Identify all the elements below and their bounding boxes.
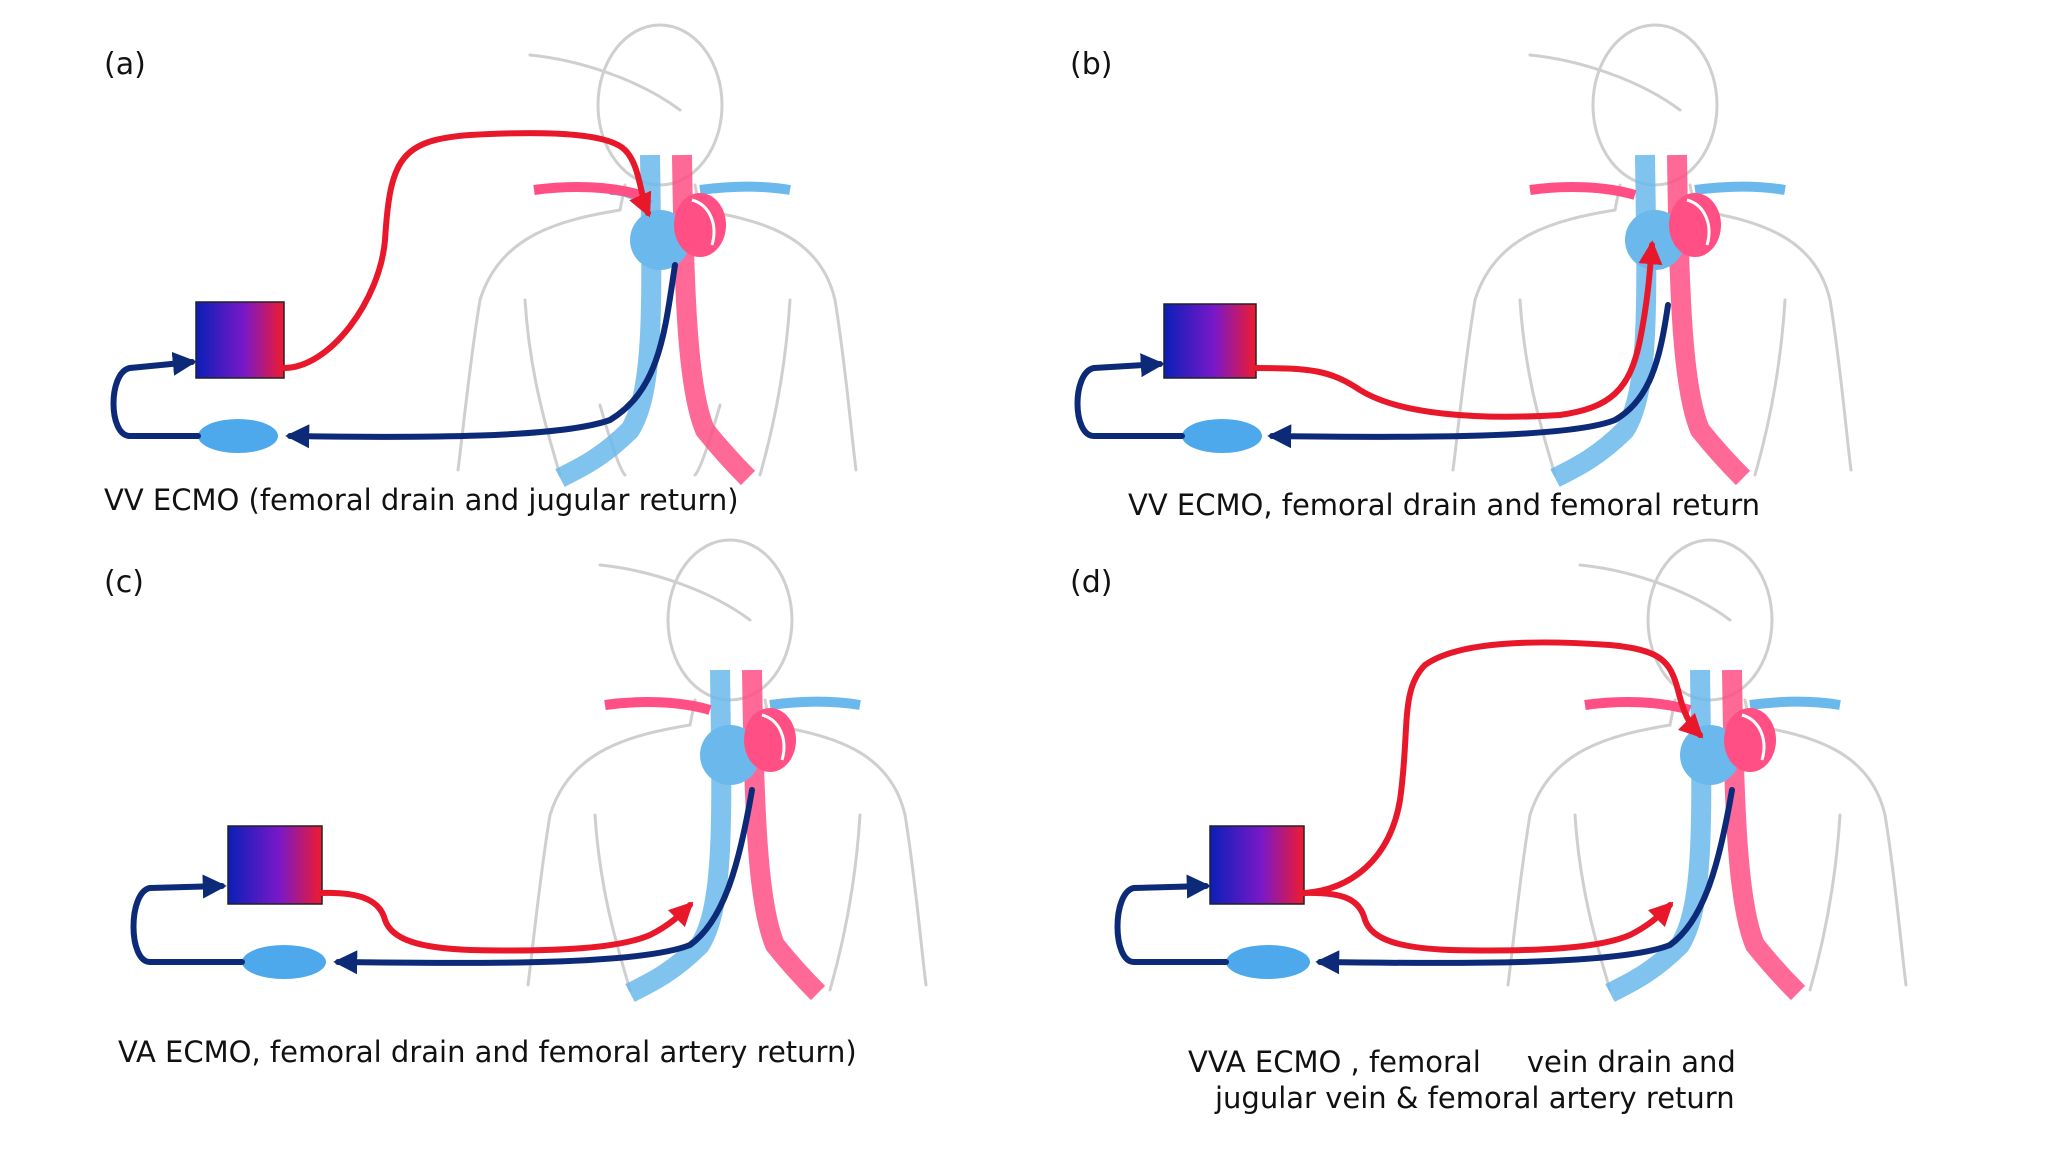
caption-d-line-1: VVA ECMO , femoral vein drain and (1188, 1045, 1736, 1079)
panel-letter-d: (d) (1070, 565, 1112, 600)
panel-d: (d) VVA ECMO , femoral vein drain and (1070, 538, 1908, 1115)
oxygenator (195, 301, 285, 379)
panel-letter-c: (c) (104, 565, 144, 600)
body-figure (1506, 538, 1908, 992)
panel-letter-a: (a) (104, 47, 146, 82)
pump (1182, 419, 1262, 453)
oxygenated-jugular-return-tube (1301, 639, 1704, 896)
caption-d-line-2: jugular vein & femoral artery return (1214, 1081, 1735, 1115)
deoxygenated-tube (1267, 302, 1671, 449)
oxygenator (1209, 825, 1305, 905)
caption-a-line-1: VV ECMO (femoral drain and jugular retur… (104, 483, 739, 517)
pump-loop-tube (110, 351, 201, 439)
pump (242, 945, 326, 979)
panel-a: (a) VV ECMO (femoral drain (104, 23, 858, 517)
panel-letter-b: (b) (1070, 47, 1112, 82)
pump (198, 419, 278, 453)
oxygenator (1163, 303, 1257, 379)
vessels (604, 669, 861, 1002)
oxygenated-return-tube (281, 130, 652, 371)
oxygenated-return-tube (1253, 240, 1663, 420)
pump-loop-tube (1114, 874, 1229, 965)
pump-loop-tube (130, 874, 245, 965)
panel-b: (b) VV ECMO, femoral drain and femoral r… (1070, 23, 1853, 522)
body-figure (526, 538, 928, 992)
oxygenator (227, 825, 323, 905)
deoxygenated-tube (285, 262, 678, 449)
oxygenated-return-tube (319, 889, 694, 954)
vessels (1584, 669, 1841, 1002)
deoxygenated-tube (333, 787, 755, 975)
vessels (533, 154, 791, 487)
pump-loop-tube (1074, 353, 1185, 439)
pump (1226, 945, 1310, 979)
oxygenated-femoral-return-tube (1301, 889, 1674, 954)
caption-b-line-1: VV ECMO, femoral drain and femoral retur… (1128, 488, 1760, 522)
caption-c-line-1: VA ECMO, femoral drain and femoral arter… (118, 1035, 857, 1069)
deoxygenated-tube (1315, 787, 1735, 975)
panel-c: (c) VA ECMO, femoral drain and femoral a… (104, 538, 928, 1069)
